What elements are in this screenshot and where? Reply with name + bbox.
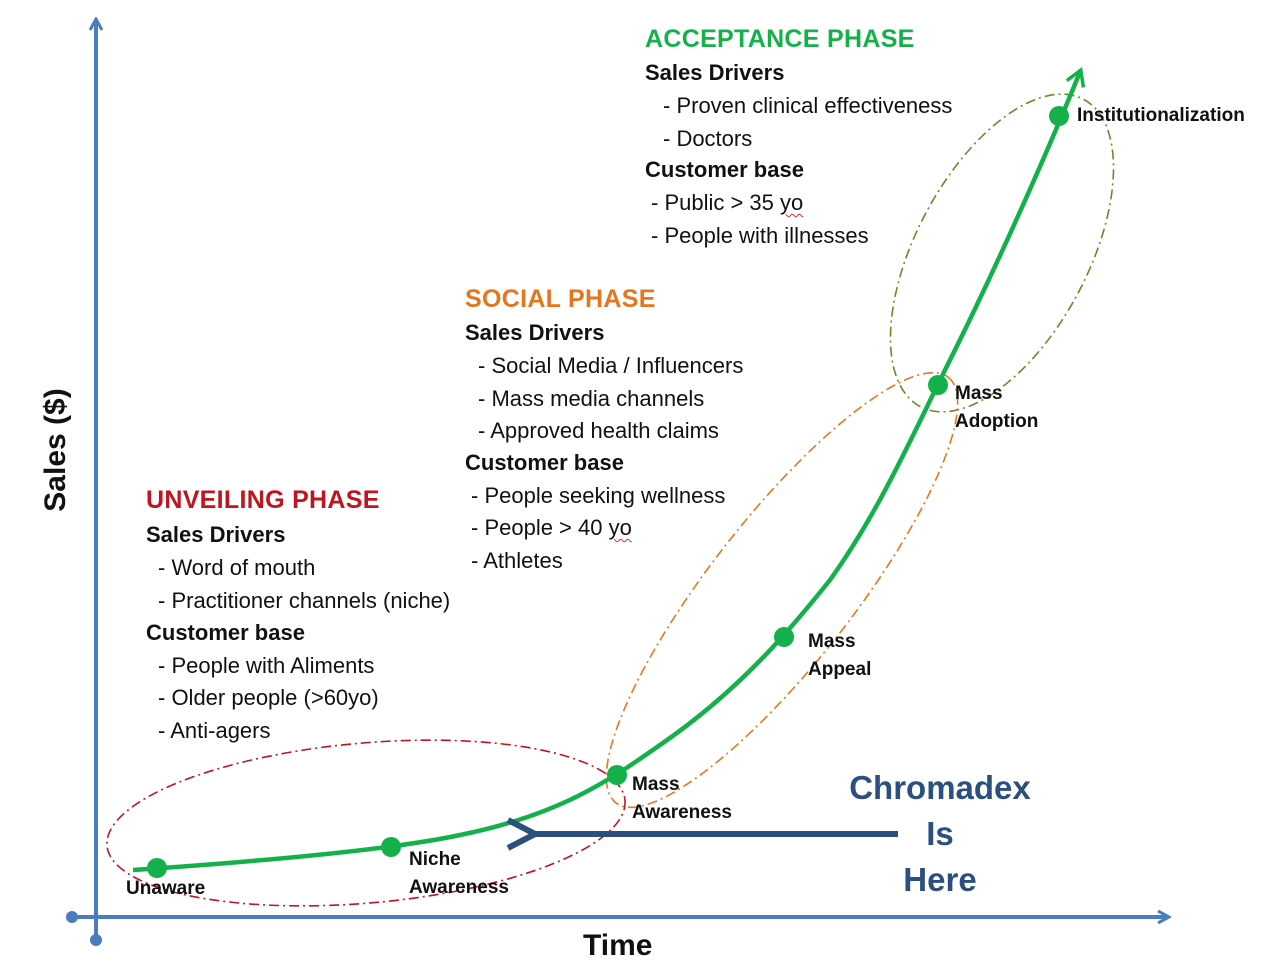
social-customer-item: - People seeking wellness [471, 483, 726, 508]
unveiling-phase-ellipse [106, 739, 626, 907]
stage-point-institutionalization [1049, 106, 1069, 126]
social-customer-item: - People > 40 yo [471, 515, 632, 540]
unveiling-customer-item: - Anti-agers [158, 718, 271, 743]
stage-label-line: Mass [955, 383, 1003, 404]
acceptance-phase-ellipse [889, 93, 1115, 413]
acceptance-driver-item: - Doctors [663, 126, 753, 151]
acceptance-customer-item: - People with illnesses [651, 223, 869, 248]
stage-label-line: Mass [632, 774, 680, 795]
stage-point-niche-awareness [381, 837, 401, 857]
unveiling-driver-item: - Word of mouth [158, 555, 316, 580]
stage-label-line: Unaware [126, 878, 206, 899]
social-driver-item: - Social Media / Influencers [478, 353, 744, 378]
acceptance-driver-item: - Proven clinical effectiveness [663, 93, 953, 118]
chromadex-marker-label: Chromadex Is Here [840, 765, 1040, 903]
stage-point-mass-awareness [607, 765, 627, 785]
stage-label-line: Awareness [409, 877, 509, 898]
acceptance-customer-base-label: Customer base [645, 157, 804, 182]
social-phase-ellipse [605, 371, 959, 809]
unveiling-customer-item: - Older people (>60yo) [158, 685, 379, 710]
social-driver-item: - Approved health claims [478, 418, 719, 443]
stage-label-line: Awareness [632, 802, 732, 823]
social-phase-title: SOCIAL PHASE [465, 285, 656, 313]
social-customer-item: - Athletes [471, 548, 563, 573]
stage-point-unaware [147, 858, 167, 878]
stage-label-line: Mass [808, 631, 856, 652]
stage-label-line: Institutionalization [1077, 105, 1245, 126]
y-axis-origin-dot [90, 934, 102, 946]
stage-label-line: Adoption [955, 411, 1039, 432]
stage-point-mass-appeal [774, 627, 794, 647]
acceptance-phase-title: ACCEPTANCE PHASE [645, 25, 915, 53]
stage-label-institutionalization: Institutionalization [1077, 102, 1245, 130]
chromadex-marker-line: Here [903, 861, 977, 898]
x-axis-label: Time [583, 929, 653, 962]
chromadex-marker-line: Is [926, 815, 954, 852]
unveiling-customer-base-label: Customer base [146, 620, 305, 645]
unveiling-sales-drivers-label: Sales Drivers [146, 522, 286, 547]
chromadex-marker-line: Chromadex [849, 769, 1031, 806]
unveiling-phase-title: UNVEILING PHASE [146, 486, 380, 514]
acceptance-customer-item: - Public > 35 yo [651, 190, 804, 215]
social-sales-drivers-label: Sales Drivers [465, 320, 605, 345]
adoption-curve [132, 72, 1080, 873]
x-axis-origin-dot [66, 911, 78, 923]
unveiling-customer-item: - People with Aliments [158, 653, 375, 678]
acceptance-sales-drivers-label: Sales Drivers [645, 60, 785, 85]
y-axis-label: Sales ($) [39, 388, 72, 512]
stage-label-unaware: Unaware [126, 875, 205, 903]
stage-label-line: Appeal [808, 659, 872, 680]
social-driver-item: - Mass media channels [478, 386, 705, 411]
stage-point-mass-adoption [928, 375, 948, 395]
unveiling-driver-item: - Practitioner channels (niche) [158, 588, 451, 613]
stage-label-line: Niche [409, 849, 461, 870]
social-customer-base-label: Customer base [465, 450, 624, 475]
